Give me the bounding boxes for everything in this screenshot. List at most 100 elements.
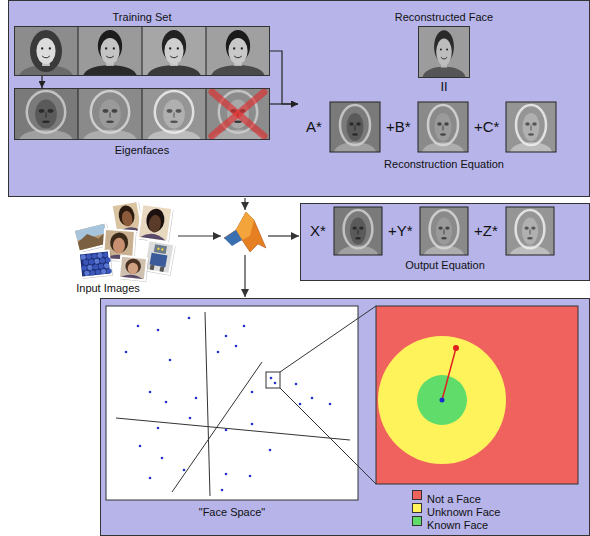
- input-photo: [97, 253, 103, 259]
- input-photo: [161, 248, 164, 251]
- eigenface-image: [344, 210, 373, 248]
- training-photo: [142, 26, 206, 76]
- face-point: [225, 335, 228, 338]
- eigenface-image: [441, 237, 447, 239]
- eigenface-image: [420, 207, 468, 255]
- eigenface-image: [418, 102, 468, 152]
- eigenface-image: [531, 226, 535, 229]
- eigenface-image: [176, 109, 182, 113]
- eigenface-image: [42, 121, 50, 124]
- input-photo: [160, 266, 165, 272]
- input-photo: [105, 257, 111, 263]
- plot-axis: [116, 418, 350, 440]
- panel-fill: [8, 0, 590, 197]
- eigenface-image: [14, 88, 78, 140]
- reconstructed-face: [436, 38, 452, 65]
- input-photo: [100, 258, 106, 264]
- photo-divider: [206, 88, 207, 140]
- input-photo: [121, 274, 143, 279]
- eigenface-image: [103, 109, 109, 113]
- face-point: [149, 391, 152, 394]
- face-point: [235, 345, 238, 348]
- eigenface-image: [112, 109, 118, 113]
- input-photo: [117, 204, 136, 227]
- eigenface-image: [437, 122, 442, 126]
- eigenface-image: [352, 133, 358, 136]
- eigenface-image: [522, 218, 538, 245]
- eigenface-image: [440, 133, 446, 136]
- eigenface-image: [99, 99, 121, 128]
- face-point: [195, 397, 198, 400]
- photo-divider: [78, 88, 79, 140]
- eigenface-image: [35, 99, 57, 128]
- input-photo: [145, 208, 166, 233]
- reconstructed-face: [446, 48, 448, 50]
- training-photo: [164, 38, 183, 64]
- face-point: [299, 403, 302, 406]
- equals-sign: II: [440, 80, 447, 95]
- legend-row: Known Face: [412, 515, 473, 528]
- input-photo: [148, 214, 162, 233]
- legend-text: Known Face: [427, 519, 488, 531]
- eigenface-image: [523, 113, 540, 141]
- eigenface-image: [349, 122, 354, 126]
- face-point: [329, 403, 332, 406]
- training-photo: [234, 56, 242, 58]
- eigenface-image: [352, 226, 356, 229]
- eigenface-image: [430, 210, 459, 248]
- training-photo: [211, 65, 265, 76]
- class-point: [440, 398, 445, 403]
- training-photo: [206, 26, 270, 76]
- input-photo: [95, 269, 101, 275]
- input-photo: [125, 258, 142, 275]
- input-photo: [87, 265, 93, 271]
- training-photo: [206, 26, 270, 76]
- eigenface-image: [350, 218, 366, 245]
- zoom-line: [280, 306, 376, 372]
- photo-divider: [206, 26, 207, 76]
- eigenface-image: [46, 112, 47, 117]
- input-photo: [144, 240, 175, 274]
- coefficient: A*: [306, 118, 322, 135]
- eigenface-image: [78, 88, 142, 140]
- flow-arrow: [244, 255, 245, 297]
- training-photo: [36, 38, 55, 64]
- eigenface-image: [155, 91, 193, 133]
- input-photo: [82, 265, 88, 271]
- face-point: [183, 469, 186, 472]
- eigenface-image: [420, 207, 468, 255]
- eigenface-image: [167, 109, 173, 113]
- face-point: [189, 417, 192, 420]
- eigenface-image: [174, 112, 175, 117]
- eigenface-image: [506, 102, 556, 152]
- face-point: [165, 401, 168, 404]
- eigenface-image: [142, 88, 206, 140]
- face-point: [137, 325, 140, 328]
- top-panel: IITraining SetEigenfacesReconstructed Fa…: [8, 0, 590, 197]
- eigenface-image: [428, 105, 458, 145]
- input-photo: [127, 262, 139, 274]
- reconstructed-face: [440, 48, 442, 50]
- legend-swatch: [412, 516, 422, 526]
- eigenface-image: [147, 130, 201, 140]
- plot-axis: [205, 312, 210, 496]
- reconstructed-face: [418, 26, 470, 78]
- plot-axis: [172, 362, 262, 492]
- equation-caption: Reconstruction Equation: [384, 158, 504, 171]
- input-photo: [138, 204, 172, 242]
- plot-box: [106, 306, 358, 500]
- input-photo: [101, 269, 107, 275]
- input-photo: [150, 265, 155, 271]
- input-photo: [119, 256, 147, 281]
- flow-connector: [270, 51, 298, 104]
- input-photo: [119, 256, 149, 282]
- training-photo: [42, 56, 50, 58]
- eigenface-image: [48, 109, 54, 113]
- eigenface-image: [356, 122, 361, 126]
- eigenface-image: [510, 142, 552, 152]
- eigenface-image: [506, 102, 556, 152]
- training-photo: [78, 26, 142, 76]
- eigenface-image: [358, 230, 359, 235]
- zoom-box: [266, 372, 280, 388]
- eigenface-image: [19, 130, 73, 140]
